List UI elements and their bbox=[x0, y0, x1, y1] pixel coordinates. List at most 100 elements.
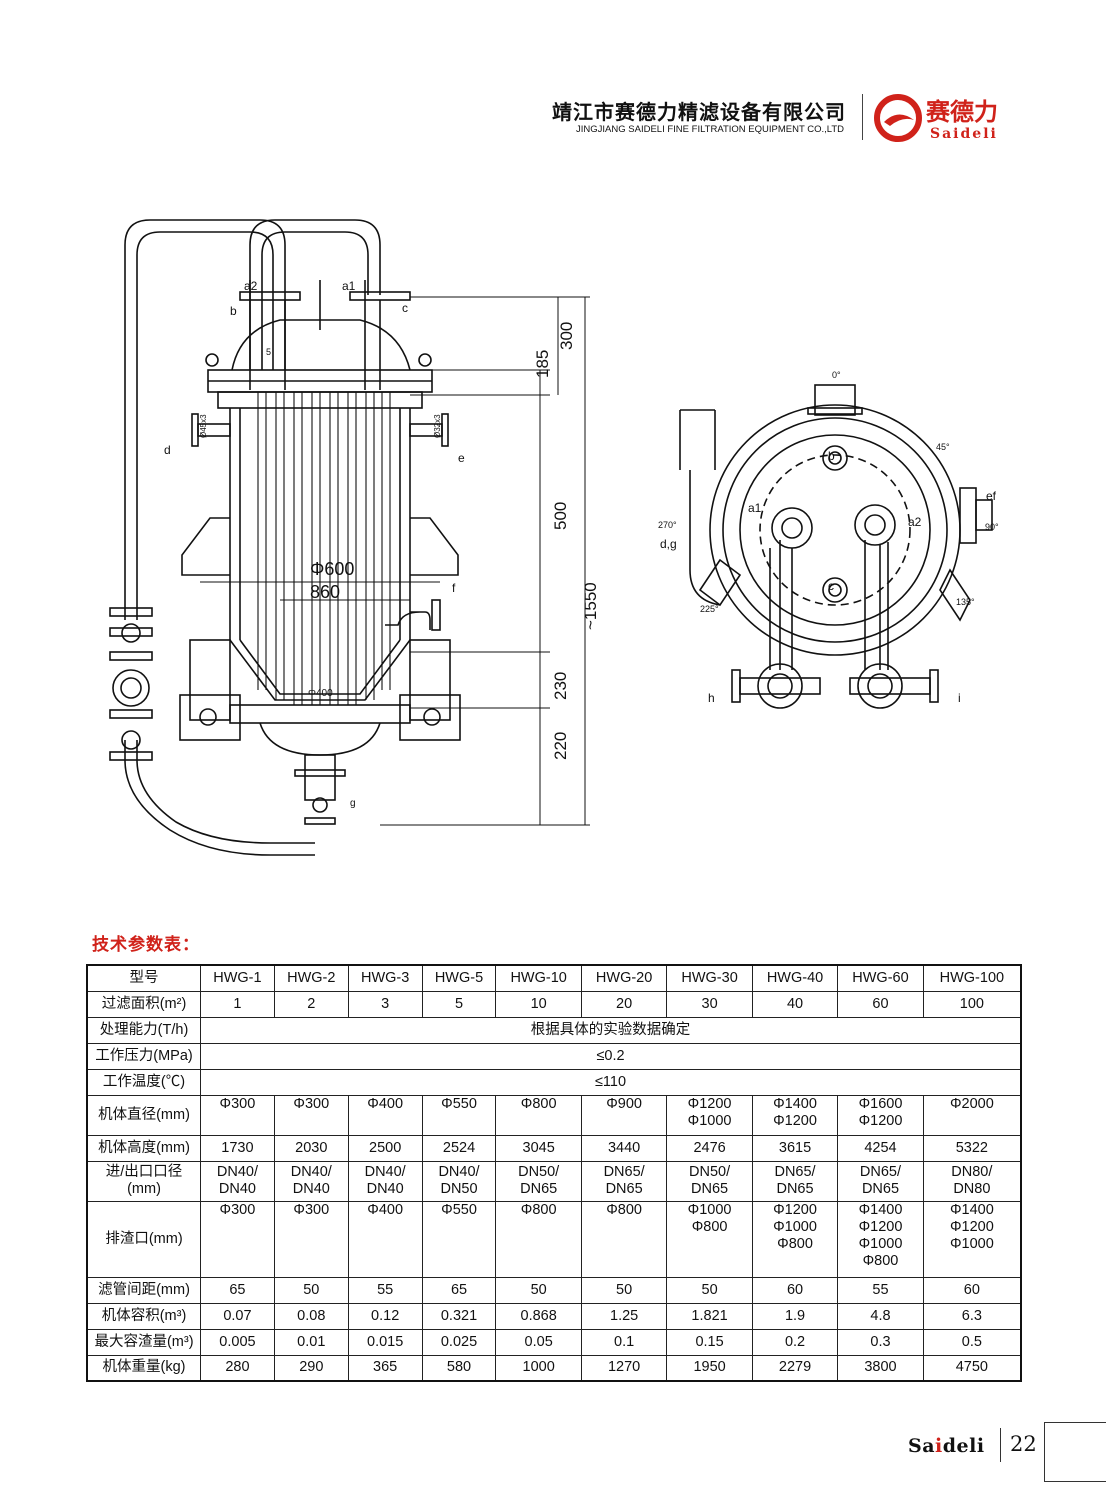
label-phi45: Ø45x3 bbox=[199, 414, 208, 438]
logo-wave-icon bbox=[884, 114, 914, 126]
table-cell: 5 bbox=[421, 990, 497, 1018]
footer-divider bbox=[1000, 1428, 1001, 1462]
merged-cell: 根据具体的实验数据确定 bbox=[200, 1016, 1022, 1044]
top-label-a1: a1 bbox=[748, 501, 762, 515]
table-cell: 65 bbox=[421, 1276, 497, 1304]
label-f: f bbox=[452, 581, 456, 595]
table-cell: 60 bbox=[922, 1276, 1022, 1304]
top-label-ef: ef bbox=[986, 489, 997, 503]
table-cell: 6.3 bbox=[922, 1302, 1022, 1330]
top-label-c: c bbox=[828, 579, 834, 593]
table-row: 最大容渣量(m³) 0.005 0.01 0.015 0.025 0.05 0.… bbox=[86, 1328, 1022, 1356]
row-header: 工作温度(℃) bbox=[86, 1068, 201, 1096]
model-cell: HWG-1 bbox=[200, 964, 275, 992]
top-label-i: i bbox=[958, 691, 961, 705]
table-cell: 40 bbox=[751, 990, 839, 1018]
model-cell: HWG-2 bbox=[273, 964, 349, 992]
table-cell: Φ800 bbox=[495, 1094, 582, 1136]
table-cell: 30 bbox=[666, 990, 753, 1018]
label-c: c bbox=[402, 301, 408, 315]
side-view bbox=[109, 219, 590, 856]
table-cell: 0.1 bbox=[580, 1328, 668, 1356]
table-cell: 4750 bbox=[922, 1354, 1022, 1382]
table-row: 型号 HWG-1 HWG-2 HWG-3 HWG-5 HWG-10 HWG-20… bbox=[86, 964, 1022, 992]
table-cell: 5322 bbox=[922, 1134, 1022, 1162]
table-cell: 3440 bbox=[580, 1134, 668, 1162]
table-cell: DN50/DN65 bbox=[495, 1160, 582, 1202]
table-cell: 1.25 bbox=[580, 1302, 668, 1330]
logo-text-cn: 赛德力 bbox=[925, 98, 998, 126]
table-cell: 50 bbox=[273, 1276, 349, 1304]
merged-cell: ≤0.2 bbox=[200, 1042, 1022, 1070]
table-row: 机体重量(kg) 280 290 365 580 1000 1270 1950 … bbox=[86, 1354, 1022, 1382]
row-header: 过滤面积(m²) bbox=[86, 990, 201, 1018]
table-cell: 0.025 bbox=[421, 1328, 497, 1356]
page-header: 靖江市赛德力精滤设备有限公司 JINGJIANG SAIDELI FINE FI… bbox=[0, 88, 1106, 148]
model-cell: HWG-5 bbox=[421, 964, 497, 992]
angle-0: 0° bbox=[832, 370, 841, 380]
table-cell: 4.8 bbox=[837, 1302, 924, 1330]
table-cell: 65 bbox=[200, 1276, 275, 1304]
table-cell: 1950 bbox=[666, 1354, 753, 1382]
table-cell: 4254 bbox=[837, 1134, 924, 1162]
page-corner-box bbox=[1044, 1422, 1106, 1482]
table-cell: 580 bbox=[421, 1354, 497, 1382]
table-cell: 1.9 bbox=[751, 1302, 839, 1330]
row-header: 排渣口(mm) bbox=[86, 1200, 201, 1278]
table-cell: 290 bbox=[273, 1354, 349, 1382]
table-cell: Φ800 bbox=[495, 1200, 582, 1278]
label-5: 5 bbox=[266, 347, 271, 357]
table-cell: 0.08 bbox=[273, 1302, 349, 1330]
table-row: 过滤面积(m²) 1 2 3 5 10 20 30 40 60 100 bbox=[86, 990, 1022, 1018]
dim-220: 220 bbox=[551, 732, 570, 760]
top-label-h: h bbox=[708, 691, 715, 705]
angle-225: 225° bbox=[700, 604, 719, 614]
table-row: 工作压力(MPa) ≤0.2 bbox=[86, 1042, 1022, 1070]
table-cell: 0.3 bbox=[837, 1328, 924, 1356]
dim-500: 500 bbox=[551, 502, 570, 530]
table-cell: DN40/DN40 bbox=[347, 1160, 423, 1202]
table-cell: DN80/DN80 bbox=[922, 1160, 1022, 1202]
label-e: e bbox=[458, 451, 465, 465]
model-cell: HWG-3 bbox=[347, 964, 423, 992]
table-cell: 60 bbox=[837, 990, 924, 1018]
angle-135: 135° bbox=[956, 597, 975, 607]
table-cell: 2500 bbox=[347, 1134, 423, 1162]
table-cell: 10 bbox=[495, 990, 582, 1018]
table-cell: 60 bbox=[751, 1276, 839, 1304]
table-cell: Φ400 bbox=[347, 1200, 423, 1278]
footer-brand: Saideli bbox=[908, 1435, 985, 1457]
table-cell: DN40/DN40 bbox=[273, 1160, 349, 1202]
row-header: 机体重量(kg) bbox=[86, 1354, 201, 1382]
table-cell: 0.12 bbox=[347, 1302, 423, 1330]
table-cell: 280 bbox=[200, 1354, 275, 1382]
dim-185: 185 bbox=[533, 350, 552, 378]
table-cell: 2 bbox=[273, 990, 349, 1018]
table-cell: 55 bbox=[837, 1276, 924, 1304]
angle-45: 45° bbox=[936, 442, 950, 452]
table-cell: 0.07 bbox=[200, 1302, 275, 1330]
top-label-b: b bbox=[828, 449, 835, 463]
table-cell: 0.868 bbox=[495, 1302, 582, 1330]
label-phi32: Ø32x3 bbox=[433, 414, 442, 438]
label-g: g bbox=[350, 798, 356, 809]
table-cell: 0.321 bbox=[421, 1302, 497, 1330]
label-phi600: Φ600 bbox=[310, 559, 354, 579]
table-cell: 3615 bbox=[751, 1134, 839, 1162]
row-header: 滤管间距(mm) bbox=[86, 1276, 201, 1304]
top-label-a2: a2 bbox=[908, 515, 922, 529]
page-number: 22 bbox=[1010, 1432, 1037, 1456]
label-a2: a2 bbox=[244, 279, 258, 293]
table-cell: 50 bbox=[495, 1276, 582, 1304]
table-cell: Φ800 bbox=[580, 1200, 668, 1278]
dim-1550: ~1550 bbox=[581, 582, 600, 630]
header-divider bbox=[862, 94, 863, 140]
top-label-dg: d,g bbox=[660, 537, 677, 551]
table-cell: 0.015 bbox=[347, 1328, 423, 1356]
logo-ring-icon bbox=[874, 94, 922, 142]
table-row: 机体高度(mm) 1730 2030 2500 2524 3045 3440 2… bbox=[86, 1134, 1022, 1162]
table-cell: Φ900 bbox=[580, 1094, 668, 1136]
